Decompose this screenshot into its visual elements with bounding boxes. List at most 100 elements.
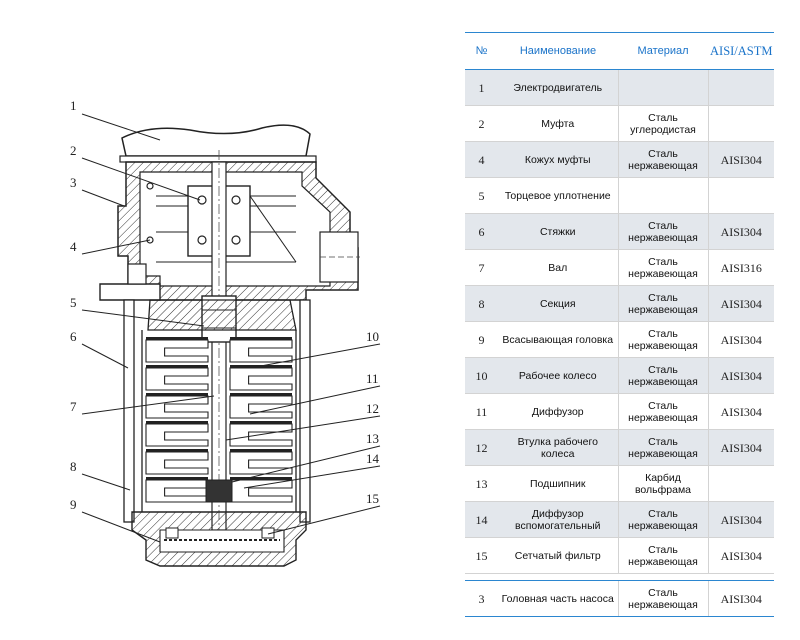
callout-label: 3 — [70, 175, 77, 190]
cell-num: 15 — [465, 537, 498, 574]
cell-material: Сталь углеродистая — [617, 105, 708, 142]
motor-flange — [119, 155, 317, 163]
cell-material: Сталь нержавеющая — [617, 429, 708, 466]
cell-name: Электродвигатель — [498, 69, 618, 106]
stage-impeller-diffuser — [145, 451, 209, 475]
mounting-foot — [99, 283, 161, 301]
cell-num: 4 — [465, 141, 498, 178]
bearing — [205, 479, 233, 503]
cell-num: 8 — [465, 285, 498, 322]
cell-name: Подшипник — [498, 465, 618, 502]
cell-name: Втулка рабочего колеса — [498, 429, 618, 466]
cell-astm: AISI304 — [707, 501, 774, 538]
cell-name: Диффузор вспомогательный — [498, 501, 618, 538]
cell-astm: AISI304 — [707, 213, 774, 250]
cell-material: Сталь нержавеющая — [617, 580, 708, 617]
cell-astm — [707, 69, 774, 106]
stage-ring — [230, 365, 292, 368]
callout-label: 13 — [366, 431, 379, 446]
cell-astm: AISI304 — [707, 357, 774, 394]
cell-num: 13 — [465, 465, 498, 502]
cell-name: Всасывающая головка — [498, 321, 618, 358]
motor-outline — [121, 124, 311, 157]
cell-name: Сетчатый фильтр — [498, 537, 618, 574]
cell-name: Кожух муфты — [498, 141, 618, 178]
stage-impeller-diffuser — [145, 479, 209, 503]
cell-num: 9 — [465, 321, 498, 358]
cell-num: 3 — [465, 580, 498, 617]
stage-ring — [146, 337, 208, 340]
table-separator — [465, 573, 774, 581]
stage-ring — [230, 393, 292, 396]
stage-ring — [146, 449, 208, 452]
stage-impeller-diffuser — [229, 479, 293, 503]
cell-astm: AISI304 — [707, 580, 774, 617]
callout-label: 1 — [70, 98, 77, 113]
cell-name: Секция — [498, 285, 618, 322]
callout-label: 9 — [70, 497, 77, 512]
pump-cross-section-drawing: 1 2 3 4 5 6 7 8 9 10 11 12 13 14 15 — [70, 98, 381, 567]
cell-num: 10 — [465, 357, 498, 394]
header-name: Наименование — [498, 32, 618, 70]
stage-ring — [146, 393, 208, 396]
cell-material: Сталь нержавеющая — [617, 321, 708, 358]
cell-name: Торцевое уплотнение — [498, 177, 618, 214]
stage-ring — [230, 421, 292, 424]
callout-label: 7 — [70, 399, 77, 414]
cell-astm: AISI304 — [707, 321, 774, 358]
stage-impeller-diffuser — [229, 451, 293, 475]
cell-material: Сталь нержавеющая — [617, 357, 708, 394]
cell-material — [617, 69, 708, 106]
stage-impeller-diffuser — [229, 395, 293, 419]
callout-label: 5 — [70, 295, 77, 310]
stage-ring — [230, 337, 292, 340]
cell-material — [617, 177, 708, 214]
cell-material: Карбид вольфрама — [617, 465, 708, 502]
cell-num: 5 — [465, 177, 498, 214]
callout-label: 8 — [70, 459, 77, 474]
header-num: № — [465, 32, 498, 70]
cell-astm: AISI304 — [707, 285, 774, 322]
cell-material: Сталь нержавеющая — [617, 213, 708, 250]
stage-impeller-diffuser — [145, 423, 209, 447]
cell-material: Сталь нержавеющая — [617, 141, 708, 178]
callouts-left: 1 2 3 4 5 6 7 8 9 — [70, 98, 77, 512]
cell-astm: AISI304 — [707, 429, 774, 466]
cell-material: Сталь нержавеющая — [617, 285, 708, 322]
cell-astm: AISI304 — [707, 537, 774, 574]
tie-rods — [123, 299, 311, 523]
callout-label: 2 — [70, 143, 77, 158]
callout-label: 11 — [366, 371, 379, 386]
cell-name: Муфта — [498, 105, 618, 142]
cell-num: 12 — [465, 429, 498, 466]
header-astm: AISI/ASTM — [708, 32, 774, 70]
cell-astm: AISI316 — [707, 249, 774, 286]
table-header-row: № Наименование Материал AISI/ASTM — [465, 32, 774, 70]
cell-astm — [707, 177, 774, 214]
callout-label: 4 — [70, 239, 77, 254]
cell-name: Стяжки — [498, 213, 618, 250]
outer-sleeve — [141, 330, 297, 512]
cell-name: Вал — [498, 249, 618, 286]
cell-num: 1 — [465, 69, 498, 106]
stage-ring — [230, 449, 292, 452]
callout-label: 10 — [366, 329, 379, 344]
callout-label: 15 — [366, 491, 379, 506]
callout-leaders — [81, 113, 381, 543]
cell-astm: AISI304 — [707, 393, 774, 430]
cell-num: 7 — [465, 249, 498, 286]
stage-impeller-diffuser — [145, 339, 209, 363]
